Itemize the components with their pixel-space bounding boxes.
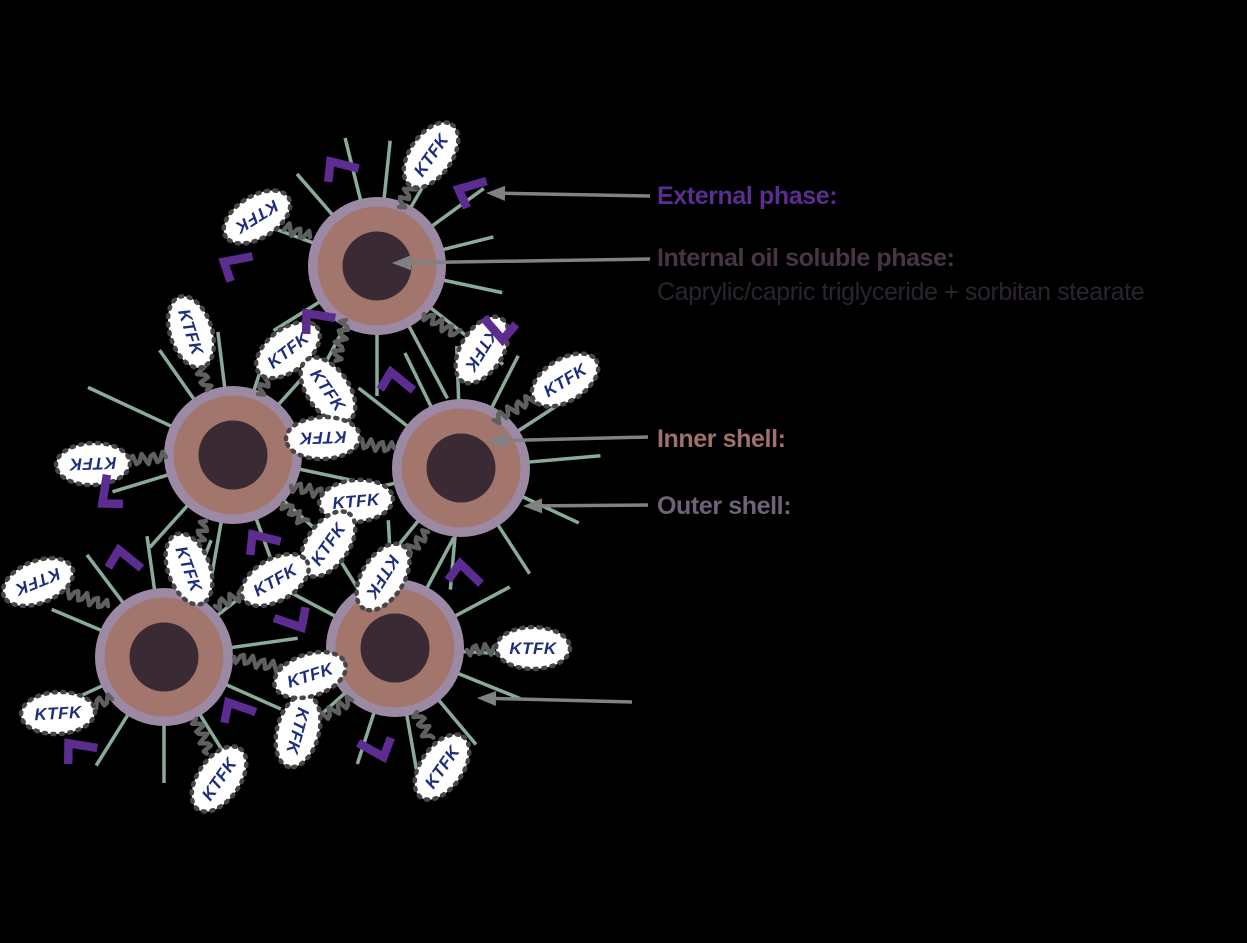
peptide-oval-shape <box>0 555 76 609</box>
annotation-arrow-head <box>523 498 543 514</box>
external-phase-chevron <box>220 696 258 724</box>
peptide-oval-shape <box>529 351 601 409</box>
external-phase-chevron <box>97 474 124 509</box>
peptide-oval: KTFK <box>529 351 601 409</box>
peptide-label: KTFK <box>34 703 83 725</box>
peptide-oval-shape <box>53 440 133 488</box>
peg-chain-squiggle <box>288 481 328 500</box>
peptide-label: KTFK <box>298 427 347 448</box>
peg-chain-squiggle <box>421 311 463 338</box>
peg-chain-squiggle <box>64 584 111 610</box>
annotation-arrow-head <box>392 255 412 271</box>
label-internal-oil-phase: Internal oil soluble phase: <box>657 244 955 272</box>
peptide-oval: KTFK <box>221 188 293 246</box>
oil-core <box>342 231 412 301</box>
oil-core <box>198 420 268 490</box>
external-phase-chevron <box>452 177 488 210</box>
label-external-phase: External phase: <box>657 182 838 210</box>
peptide-oval: KTFK <box>271 649 349 701</box>
peptide-oval-shape <box>412 732 472 802</box>
peptide-label: KTFK <box>509 639 558 658</box>
external-phase-chevron <box>246 529 282 556</box>
peg-chain-squiggle <box>491 388 539 426</box>
annotation-arrow-shaft <box>502 435 649 443</box>
annotation-arrow-head <box>477 690 497 706</box>
peg-chain-squiggle <box>195 518 210 544</box>
peptide-oval: KTFK <box>163 531 215 607</box>
label-internal-oil-phase-detail: Caprylic/capric triglyceride + sorbitan … <box>657 278 1145 306</box>
peptide-oval-shape <box>165 293 217 371</box>
oil-core <box>360 613 430 683</box>
peptide-oval: KTFK <box>165 293 217 371</box>
peptide-oval: KTFK <box>18 689 98 737</box>
peptide-oval: KTFK <box>412 732 472 802</box>
peptide-oval: KTFK <box>53 440 133 488</box>
external-phase-chevron <box>104 543 145 572</box>
external-phase-chevron <box>272 606 310 634</box>
peg-chain-squiggle <box>231 652 284 675</box>
peptide-oval-shape <box>283 414 363 462</box>
peptide-oval: KTFK <box>354 541 412 613</box>
external-phase-chevron <box>444 557 485 587</box>
oil-core <box>129 622 199 692</box>
external-phase-chevron <box>324 156 360 183</box>
annotation-arrow-head <box>486 185 506 201</box>
external-phase-chevron <box>480 314 520 347</box>
peptide-oval-shape <box>239 551 311 609</box>
peptide-oval-shape <box>271 649 349 701</box>
peptide-oval-shape <box>221 188 293 246</box>
peptide-oval: KTFK <box>283 414 363 462</box>
peptide-label: KTFK <box>68 453 117 474</box>
peptide-oval: KTFK <box>401 120 461 190</box>
peptide-oval: KTFK <box>316 477 396 525</box>
peg-chain-squiggle <box>318 694 355 721</box>
peptide-oval-shape <box>493 624 573 672</box>
peptide-oval-shape <box>298 355 358 425</box>
peptide-oval: KTFK <box>0 555 76 609</box>
external-phase-chevron <box>218 252 254 283</box>
external-phase-chevron <box>355 736 395 764</box>
external-phase-chevron <box>376 365 417 394</box>
annotation-arrow-head <box>488 433 508 449</box>
peg-chain-squiggle <box>189 716 214 756</box>
external-phase-chevron <box>63 738 98 765</box>
annotation-arrow-shaft <box>406 257 651 265</box>
label-outer-shell: Outer shell: <box>657 492 792 520</box>
peptide-oval-shape <box>354 541 412 613</box>
peg-chain-squiggle <box>281 221 313 241</box>
peg-chain-squiggle <box>279 500 311 526</box>
peg-chain-squiggle <box>411 709 436 740</box>
peptide-oval: KTFK <box>189 744 249 814</box>
peptide-oval: KTFK <box>298 509 358 579</box>
peptide-oval: KTFK <box>239 551 311 609</box>
peptide-oval-shape <box>189 744 249 814</box>
peptide-oval-shape <box>18 689 98 737</box>
external-phase-chevron <box>301 308 336 335</box>
peptide-oval-shape <box>401 120 461 190</box>
peptide-oval: KTFK <box>273 692 323 770</box>
peg-chain-squiggle <box>331 317 351 363</box>
annotation-arrow-shaft <box>500 191 651 198</box>
oil-core <box>426 433 496 503</box>
annotation-arrow-shaft <box>537 503 649 508</box>
peptide-label: KTFK <box>332 490 382 513</box>
label-inner-shell: Inner shell: <box>657 425 786 453</box>
annotation-arrow-shaft <box>491 696 633 704</box>
peptide-oval-shape <box>163 531 215 607</box>
peptide-oval: KTFK <box>298 355 358 425</box>
peptide-oval: KTFK <box>493 624 573 672</box>
